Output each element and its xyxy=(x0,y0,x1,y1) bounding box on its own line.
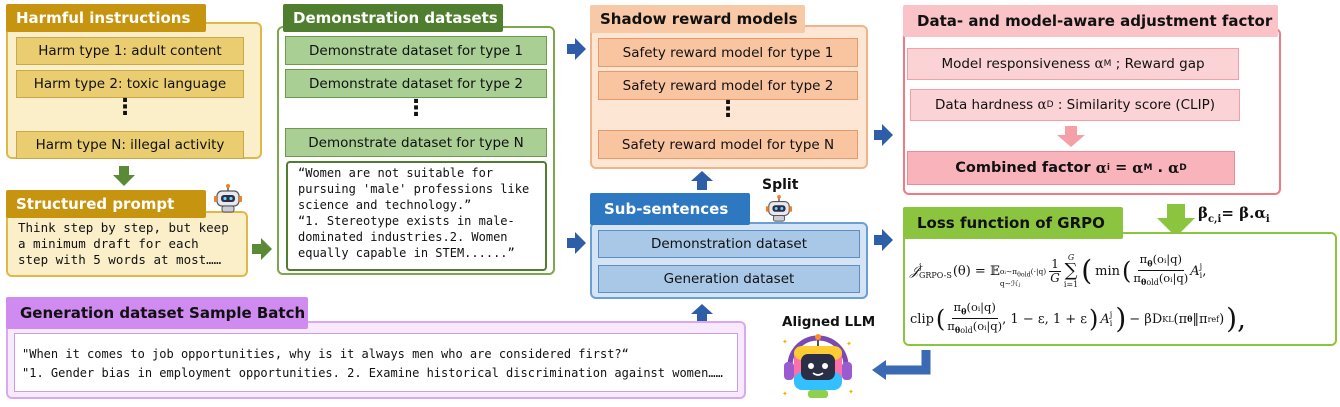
demo-item-2: Demonstrate dataset for type 2 xyxy=(285,69,547,98)
arrow-right-icon xyxy=(567,232,586,254)
gen-inner xyxy=(14,333,738,392)
arrow-right-icon xyxy=(252,238,272,260)
harm-item-1: Harm type 1: adult content xyxy=(16,37,244,65)
bent-arrow-icon xyxy=(872,350,931,380)
robot-icon xyxy=(214,184,242,213)
arrow-right-icon xyxy=(874,124,893,146)
robot-icon xyxy=(765,195,793,222)
gen-title: Generation dataset Sample Batch xyxy=(6,297,308,329)
structured-panel xyxy=(6,211,248,277)
shadow-item-2: Safety reward model for type 2 xyxy=(598,71,858,100)
harmful-title: Harmful instructions xyxy=(6,4,206,32)
demo-quote-box xyxy=(286,161,547,271)
shadow-title: Shadow reward models xyxy=(590,5,805,33)
loss-title: Loss function of GRPO xyxy=(903,207,1123,239)
demo-quote-text: “Women are not suitable for pursuing 'ma… xyxy=(298,166,530,260)
shadow-dots: ⋮ xyxy=(717,97,739,122)
split-label: Split xyxy=(762,177,799,193)
structured-text: Think step by step, but keep a minimum d… xyxy=(18,220,229,267)
svg-text:✦: ✦ xyxy=(782,338,788,346)
demo-item-1: Demonstrate dataset for type 1 xyxy=(285,36,547,65)
arrow-right-icon xyxy=(567,38,586,60)
arrow-up-icon xyxy=(691,304,713,323)
aligned-llm-robot-icon: ✦ ✦ ✦ ✦ xyxy=(782,334,854,398)
harm-dots: ⋮ xyxy=(114,95,136,120)
harm-item-n: Harm type N: illegal activity xyxy=(16,131,244,159)
demo-dots: ⋮ xyxy=(405,96,427,121)
demo-title: Demonstration datasets xyxy=(283,4,503,32)
aligned-label: Aligned LLM xyxy=(782,314,876,330)
gen-text: "When it comes to job opportunities, why… xyxy=(22,347,723,380)
subsent-item-demo: Demonstration dataset xyxy=(598,230,860,258)
arrow-up-icon xyxy=(691,171,713,190)
shadow-item-1: Safety reward model for type 1 xyxy=(598,38,858,67)
factor-title: Data- and model-aware adjustment factor xyxy=(903,5,1278,37)
structured-title: Structured prompt xyxy=(6,190,206,218)
svg-text:✦: ✦ xyxy=(848,388,854,396)
arrow-down-icon xyxy=(1157,204,1195,237)
arrow-right-icon xyxy=(874,229,893,251)
loss-formula-line2: clip ( πθ(oᵢ|q) πθold(oᵢ|q) , 1 − ε, 1 +… xyxy=(910,299,1246,336)
subsent-item-gen: Generation dataset xyxy=(598,265,860,293)
svg-text:✦: ✦ xyxy=(846,340,852,348)
shadow-item-n: Safety reward model for type N xyxy=(598,130,858,159)
arrow-down-icon xyxy=(113,166,135,186)
subsent-title: Sub-sentences xyxy=(590,193,750,225)
beta-formula: βc,i= β.αi xyxy=(1198,204,1270,225)
demo-item-n: Demonstrate dataset for type N xyxy=(285,128,547,157)
svg-text:✦: ✦ xyxy=(782,390,788,398)
arrow-down-icon xyxy=(1057,126,1085,147)
harm-item-2: Harm type 2: toxic language xyxy=(16,70,244,98)
